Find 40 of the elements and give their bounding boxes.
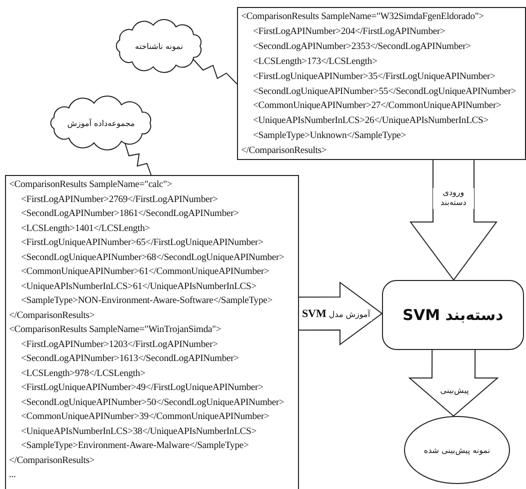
code-box — [5, 175, 299, 489]
code-line: </ComparisonResults> — [9, 454, 95, 468]
code-line: <LCSLength>173</LCSLength> — [253, 54, 378, 69]
code-line: <FirstLogUniqueAPINumber>49</FirstLogUniqueAPINumber> — [21, 381, 264, 395]
cloud-label: نمونه ناشناخته — [135, 42, 183, 50]
code-line: <LCSLength>1401</LCSLength> — [21, 222, 150, 236]
code-line: <FirstLogAPINumber>1203</FirstLogAPINumber> — [21, 338, 218, 352]
code-line: <FirstLogUniqueAPINumber>35</FirstLogUniqueAPINumber> — [253, 70, 496, 84]
code-line: <UniqueAPIsNumberInLCS>26</UniqueAPIsNumberInLCS> — [253, 114, 488, 128]
callout-tail — [124, 142, 152, 176]
code-line: ... — [9, 468, 16, 482]
code-line: <CommonUniqueAPINumber>39</CommonUniqueAPINumber> — [21, 410, 270, 424]
callout-tail — [192, 58, 238, 84]
code-line: <SecondLogAPINumber>1861</SecondLogAPINumber> — [21, 207, 239, 221]
code-line: <FirstLogAPINumber>2769</FirstLogAPINumber> — [21, 192, 218, 206]
code-line: <SecondLogUniqueAPINumber>55</SecondLogUniqueAPINumber> — [253, 84, 516, 99]
classifier-label: دسته‌بند SVM — [402, 306, 504, 324]
code-line: <SampleType>Environment-Aware-Malware</SampleType> — [21, 439, 249, 453]
edge-label: ورودی دسته‌بند — [432, 188, 474, 209]
code-line: <SecondLogUniqueAPINumber>68</SecondLogUniqueAPINumber> — [21, 250, 284, 264]
code-line: <LCSLength>978</LCSLength> — [21, 366, 146, 380]
code-line: </ComparisonResults> — [9, 308, 95, 322]
code-line: <SampleType>NON-Environment-Aware-Software</SampleType> — [21, 294, 272, 308]
code-line: <UniqueAPIsNumberInLCS>61</UniqueAPIsNumberInLCS> — [21, 280, 256, 294]
code-line: <SecondLogAPINumber>1613</SecondLogAPINumber> — [21, 352, 239, 366]
code-line: <CommonUniqueAPINumber>27</CommonUniqueAPINumber> — [253, 99, 502, 114]
cloud-label: مجموعه‌داده آموزش — [67, 118, 135, 128]
code-line: <ComparisonResults SampleName="WinTrojanSimda"> — [9, 323, 222, 337]
code-box — [237, 7, 526, 160]
code-line: </ComparisonResults> — [241, 144, 327, 158]
code-line: <ComparisonResults SampleName="calc"> — [9, 178, 172, 192]
code-line: <FirstLogUniqueAPINumber>65</FirstLogUniqueAPINumber> — [21, 236, 264, 250]
code-line: <CommonUniqueAPINumber>61</CommonUniqueAPINumber> — [21, 265, 270, 279]
code-line: <ComparisonResults SampleName="W32SimdaFgenEldorado"> — [241, 10, 484, 24]
code-line: <UniqueAPIsNumberInLCS>38</UniqueAPIsNumberInLCS> — [21, 424, 256, 438]
result-label: نمونه پیش‌بینی شده — [424, 446, 490, 454]
code-line: <SecondLogAPINumber>2353</SecondLogAPINumber> — [253, 40, 471, 54]
code-line: <SecondLogUniqueAPINumber>50</SecondLogUniqueAPINumber> — [21, 396, 284, 410]
code-line: <FirstLogAPINumber>204</FirstLogAPINumber> — [253, 24, 446, 39]
code-line: <SampleType>Unknown</SampleType> — [253, 129, 406, 144]
